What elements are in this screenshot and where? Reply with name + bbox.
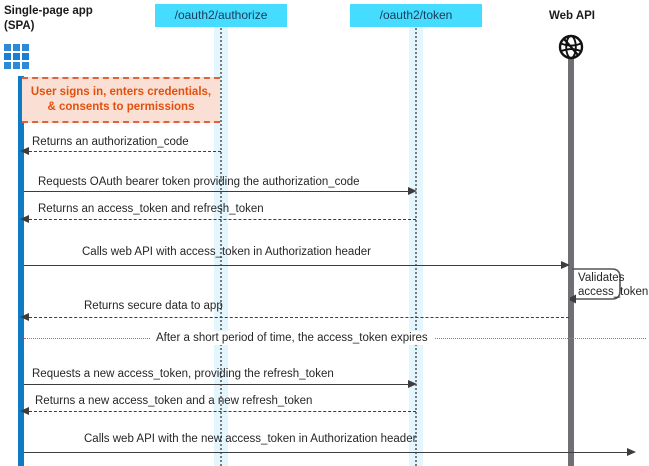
message-line-2 xyxy=(24,191,413,192)
note-consent: User signs in, enters credentials, & con… xyxy=(22,77,220,123)
message-label-7: Returns a new access_token and a new ref… xyxy=(35,395,313,407)
webapi-lifeline xyxy=(568,59,574,466)
message-label-5: Returns secure data to app xyxy=(84,300,223,312)
message-arrowhead-5 xyxy=(20,312,29,321)
message-label-8: Calls web API with the new access_token … xyxy=(84,433,417,445)
spa-lifeline xyxy=(18,76,24,466)
message-line-3 xyxy=(24,219,416,220)
participant-token-box[interactable]: /oauth2/token xyxy=(350,4,482,27)
message-label-4: Calls web API with access_token in Autho… xyxy=(82,246,371,258)
message-label-3: Returns an access_token and refresh_toke… xyxy=(38,203,264,215)
note-validate-label: Validates access_token xyxy=(578,272,649,298)
authorize-lifeline xyxy=(220,28,222,466)
message-line-7 xyxy=(24,411,416,412)
message-label-6: Requests a new access_token, providing t… xyxy=(32,368,334,380)
participant-webapi-title: Web API xyxy=(548,10,595,22)
message-arrowhead-4 xyxy=(561,260,570,269)
message-arrowhead-8 xyxy=(627,447,636,456)
message-line-6 xyxy=(24,384,413,385)
token-lifeline xyxy=(415,28,417,466)
message-line-1 xyxy=(24,151,221,152)
message-arrowhead-3 xyxy=(20,214,29,223)
divider-label: After a short period of time, the access… xyxy=(150,331,434,345)
message-label-1: Returns an authorization_code xyxy=(32,136,189,148)
message-arrowhead-2 xyxy=(408,186,417,195)
message-label-2: Requests OAuth bearer token providing th… xyxy=(38,176,360,188)
message-arrowhead-7 xyxy=(20,406,29,415)
self-loop-validate xyxy=(570,268,621,304)
message-line-8 xyxy=(24,452,632,453)
participant-authorize-box[interactable]: /oauth2/authorize xyxy=(155,4,287,27)
globe-icon xyxy=(558,34,584,65)
message-line-4 xyxy=(24,265,566,266)
app-grid-icon xyxy=(4,44,29,69)
message-arrowhead-1 xyxy=(20,146,29,155)
message-line-5 xyxy=(24,317,569,318)
participant-spa-title: Single-page app (SPA) xyxy=(4,5,93,32)
message-arrowhead-6 xyxy=(408,379,417,388)
